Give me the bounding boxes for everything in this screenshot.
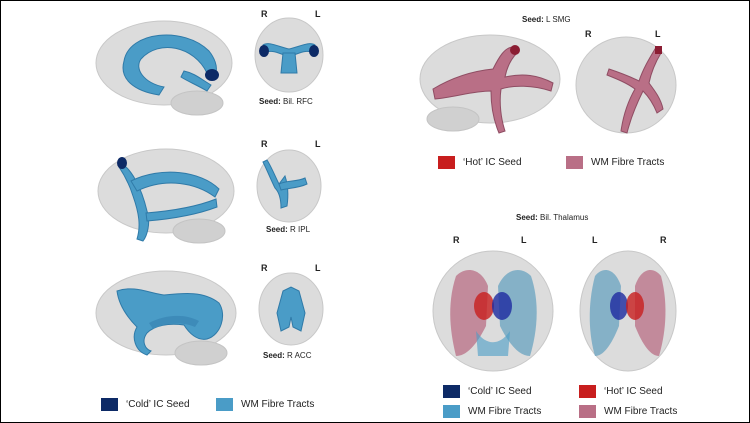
- cold-seed-swatch: [443, 385, 460, 398]
- side-label-r: R: [453, 235, 460, 245]
- side-label-r: R: [261, 139, 268, 149]
- legend-label: ‘Hot’ IC Seed: [604, 386, 663, 397]
- legend-cold-seed: ‘Cold’ IC Seed: [443, 385, 532, 398]
- coronal-brain-acc: [258, 272, 324, 346]
- side-label-l: L: [521, 235, 527, 245]
- seed-label-thalamus: Seed: Bil. Thalamus: [516, 213, 589, 222]
- side-label-l: L: [655, 29, 661, 39]
- sagittal-brain-ipl: [97, 148, 235, 244]
- coronal-brain-rfc: [254, 17, 324, 93]
- axial-brain-thalamus-left: [432, 250, 554, 372]
- tract-blue-swatch: [216, 398, 233, 411]
- tract-pink-swatch: [579, 405, 596, 418]
- legend-hot-seed: ‘Hot’ IC Seed: [579, 385, 663, 398]
- tract-blue-swatch: [443, 405, 460, 418]
- legend-hot-seed: ‘Hot’ IC Seed: [438, 156, 522, 169]
- coronal-brain-ipl: [256, 149, 322, 223]
- hot-seed-swatch: [438, 156, 455, 169]
- legend-label: ‘Cold’ IC Seed: [468, 386, 532, 397]
- legend-label: WM Fibre Tracts: [468, 406, 542, 417]
- legend-label: WM Fibre Tracts: [604, 406, 678, 417]
- side-label-l: L: [315, 263, 321, 273]
- legend-label: WM Fibre Tracts: [241, 399, 315, 410]
- legend-wm-tracts: WM Fibre Tracts: [216, 398, 314, 411]
- coronal-brain-smg: [575, 36, 677, 134]
- side-label-l: L: [592, 235, 598, 245]
- sagittal-brain-acc: [95, 270, 237, 366]
- legend-wm-tracts-pink: WM Fibre Tracts: [579, 405, 677, 418]
- sagittal-brain-rfc: [95, 20, 233, 116]
- legend-wm-tracts: WM Fibre Tracts: [566, 156, 664, 169]
- side-label-r: R: [585, 29, 592, 39]
- legend-label: WM Fibre Tracts: [591, 157, 665, 168]
- side-label-r: R: [660, 235, 667, 245]
- seed-label-smg: Seed: L SMG: [522, 15, 571, 24]
- seed-label-rfc: Seed: Bil. RFC: [259, 97, 313, 106]
- hot-seed-swatch: [579, 385, 596, 398]
- tract-pink-swatch: [566, 156, 583, 169]
- side-label-l: L: [315, 139, 321, 149]
- legend-wm-tracts-blue: WM Fibre Tracts: [443, 405, 541, 418]
- side-label-l: L: [315, 9, 321, 19]
- side-label-r: R: [261, 9, 268, 19]
- legend-label: ‘Cold’ IC Seed: [126, 399, 190, 410]
- seed-label-acc: Seed: R ACC: [263, 351, 312, 360]
- cold-seed-swatch: [101, 398, 118, 411]
- seed-label-ipl: Seed: R IPL: [266, 225, 311, 234]
- axial-brain-thalamus-right: [579, 250, 677, 372]
- legend-label: ‘Hot’ IC Seed: [463, 157, 522, 168]
- sagittal-brain-smg: [419, 34, 561, 134]
- legend-cold-seed: ‘Cold’ IC Seed: [101, 398, 190, 411]
- side-label-r: R: [261, 263, 268, 273]
